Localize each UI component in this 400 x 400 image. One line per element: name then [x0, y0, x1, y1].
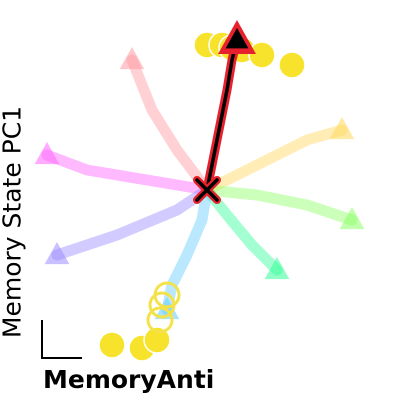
series-end-marker-6: [264, 257, 290, 280]
origin-marker: [195, 178, 219, 202]
series-line-3: [41, 149, 213, 196]
highlighted-series-line: [205, 38, 239, 192]
stimulus-point-9: [143, 326, 171, 354]
series-line-7: [161, 184, 213, 316]
scale-bar-line: [41, 320, 82, 359]
series-end-marker-2: [329, 117, 355, 140]
series-end-marker-1: [119, 47, 145, 70]
series-line-4: [201, 184, 358, 226]
scale-bar: [41, 320, 82, 359]
stimulus-point-5: [248, 41, 276, 69]
marker-layer: [98, 20, 306, 362]
series-line-5: [51, 184, 213, 261]
stimulus-point-7: [98, 331, 126, 359]
open-marker-2: [148, 291, 176, 319]
series-end-marker-4: [339, 207, 365, 230]
highlighted-end-marker: [225, 28, 249, 49]
series-line-2: [201, 124, 348, 196]
open-marker-3: [146, 306, 174, 334]
stimulus-point-6: [278, 51, 306, 79]
chart-title: MemoryAnti: [43, 365, 215, 394]
y-axis-label: Memory State PC1: [0, 105, 27, 339]
series-line-1: [126, 54, 213, 196]
series-end-marker-5: [44, 242, 70, 265]
series-end-marker-3: [34, 142, 60, 165]
